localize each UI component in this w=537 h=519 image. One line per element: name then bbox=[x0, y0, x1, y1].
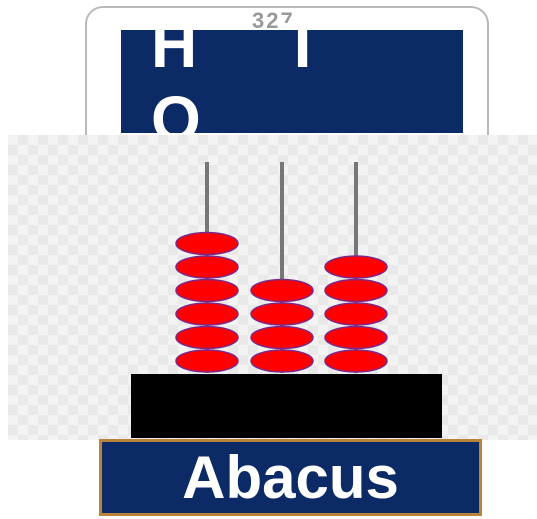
bead-h-4 bbox=[175, 278, 239, 303]
abacus-title: Abacus bbox=[182, 443, 399, 511]
bead-t-4 bbox=[250, 278, 314, 303]
bead-o-3 bbox=[324, 302, 388, 326]
bead-t-2 bbox=[250, 325, 314, 350]
bead-t-3 bbox=[250, 302, 314, 326]
bead-h-6 bbox=[175, 231, 239, 256]
abacus-title-banner: Abacus bbox=[99, 439, 482, 516]
bead-h-2 bbox=[175, 325, 239, 350]
abacus-base bbox=[131, 374, 442, 438]
bead-o-1 bbox=[324, 349, 388, 373]
card-number: 327 bbox=[252, 8, 295, 33]
bead-o-5 bbox=[324, 255, 388, 279]
place-value-label: H T O bbox=[151, 8, 357, 155]
bead-h-3 bbox=[175, 302, 239, 326]
bead-o-4 bbox=[324, 278, 388, 303]
bead-t-1 bbox=[250, 349, 314, 373]
bead-o-2 bbox=[324, 325, 388, 350]
bead-h-1 bbox=[175, 349, 239, 373]
place-value-header: H T O bbox=[121, 9, 463, 155]
bead-h-5 bbox=[175, 255, 239, 279]
